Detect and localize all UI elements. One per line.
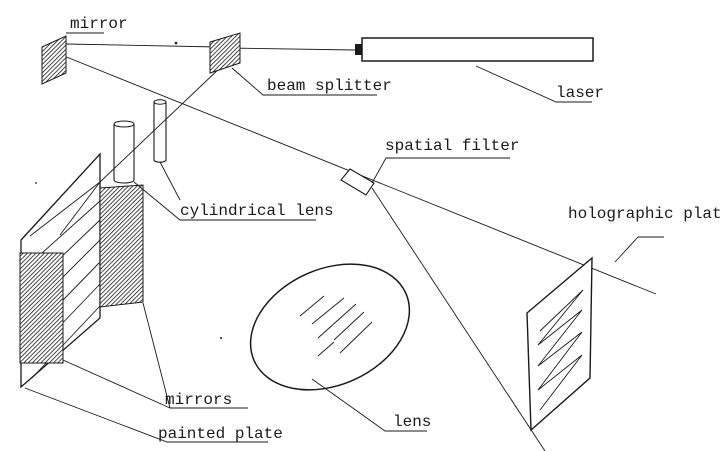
label-cylindrical-lens: cylindrical lens bbox=[180, 202, 334, 220]
label-mirror: mirror bbox=[70, 15, 128, 33]
laser-aperture bbox=[355, 44, 362, 55]
holographic-plate bbox=[526, 256, 593, 432]
scan-speck bbox=[220, 337, 222, 339]
label-lens: lens bbox=[393, 413, 431, 431]
reference-beam-diverging bbox=[371, 187, 546, 451]
label-spatial-filter: spatial filter bbox=[385, 137, 519, 155]
scan-speck bbox=[35, 182, 37, 184]
laser bbox=[355, 37, 594, 62]
label-mirrors: mirrors bbox=[165, 391, 232, 409]
cylindrical-lens-large bbox=[113, 120, 135, 184]
mirror-panel-back bbox=[19, 252, 64, 364]
leader-lines bbox=[24, 32, 664, 443]
splitter-to-mirror-beam bbox=[65, 43, 219, 48]
cylindrical-lens-small bbox=[153, 99, 167, 163]
beam-splitter bbox=[209, 32, 241, 74]
label-beam-splitter: beam splitter bbox=[267, 77, 392, 95]
label-laser: laser bbox=[556, 84, 604, 102]
lens bbox=[249, 263, 411, 391]
label-painted-plate: painted plate bbox=[158, 425, 283, 443]
splitter-to-cylinder-beam bbox=[99, 65, 223, 183]
spatial-filter bbox=[340, 168, 375, 196]
mirror-top-left bbox=[41, 35, 67, 85]
scan-speck bbox=[174, 41, 178, 45]
laser-body bbox=[361, 37, 594, 62]
mirror-panel-front bbox=[99, 184, 144, 308]
laser-to-splitter-beam bbox=[227, 47, 356, 51]
label-holographic-plate: holographic plate bbox=[568, 205, 720, 223]
